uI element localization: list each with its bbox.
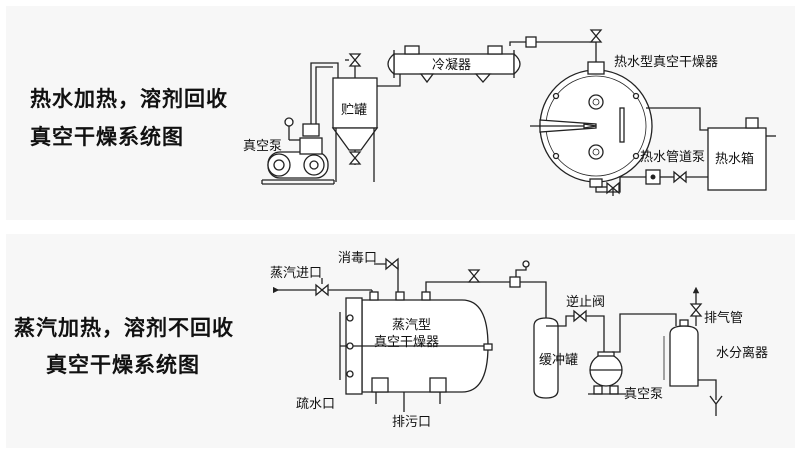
- section2-title-line1: 蒸汽加热，溶剂不回收: [14, 316, 234, 340]
- hot-water-pump: [645, 169, 672, 185]
- diagram-panel-hot-water: [6, 6, 795, 220]
- label-vacuum-pump-1: 真空泵: [243, 139, 282, 154]
- section2-title-line2: 真空干燥系统图: [46, 353, 200, 377]
- water-separator: [663, 319, 699, 387]
- label-hot-water-pump: 热水管道泵: [640, 150, 705, 165]
- label-hot-water-dryer: 热水型真空干燥器: [614, 55, 718, 70]
- label-disinfect-port: 消毒口: [338, 251, 377, 266]
- section1-title-line1: 热水加热，溶剂回收: [30, 87, 228, 111]
- buffer-tank: [533, 317, 559, 399]
- label-drain-water: 疏水口: [296, 397, 335, 412]
- label-vacuum-pump-2: 真空泵: [624, 387, 663, 402]
- steam-dryer: [339, 291, 493, 412]
- hot-water-dryer: [530, 61, 653, 188]
- condenser: [387, 45, 521, 84]
- hot-water-tank: [707, 117, 776, 191]
- vacuum-pump-2: [588, 351, 626, 395]
- label-steam-dryer-line2: 真空干燥器: [374, 335, 439, 350]
- label-steam-dryer-line1: 蒸汽型: [392, 318, 431, 333]
- label-vent-pipe: 排气管: [704, 310, 743, 326]
- label-check-valve: 逆止阀: [566, 294, 605, 310]
- storage-tank: [331, 53, 379, 182]
- section1-title-line2: 真空干燥系统图: [30, 125, 184, 149]
- label-buffer-tank: 缓冲罐: [539, 353, 578, 368]
- label-water-separator: 水分离器: [716, 345, 768, 361]
- label-sewage-port: 排污口: [392, 415, 431, 430]
- vacuum-pump-1: [261, 117, 335, 185]
- label-storage-tank: 贮罐: [341, 103, 367, 118]
- label-hot-water-tank: 热水箱: [715, 151, 754, 167]
- label-steam-inlet: 蒸汽进口: [270, 266, 322, 281]
- label-condenser: 冷凝器: [432, 57, 471, 73]
